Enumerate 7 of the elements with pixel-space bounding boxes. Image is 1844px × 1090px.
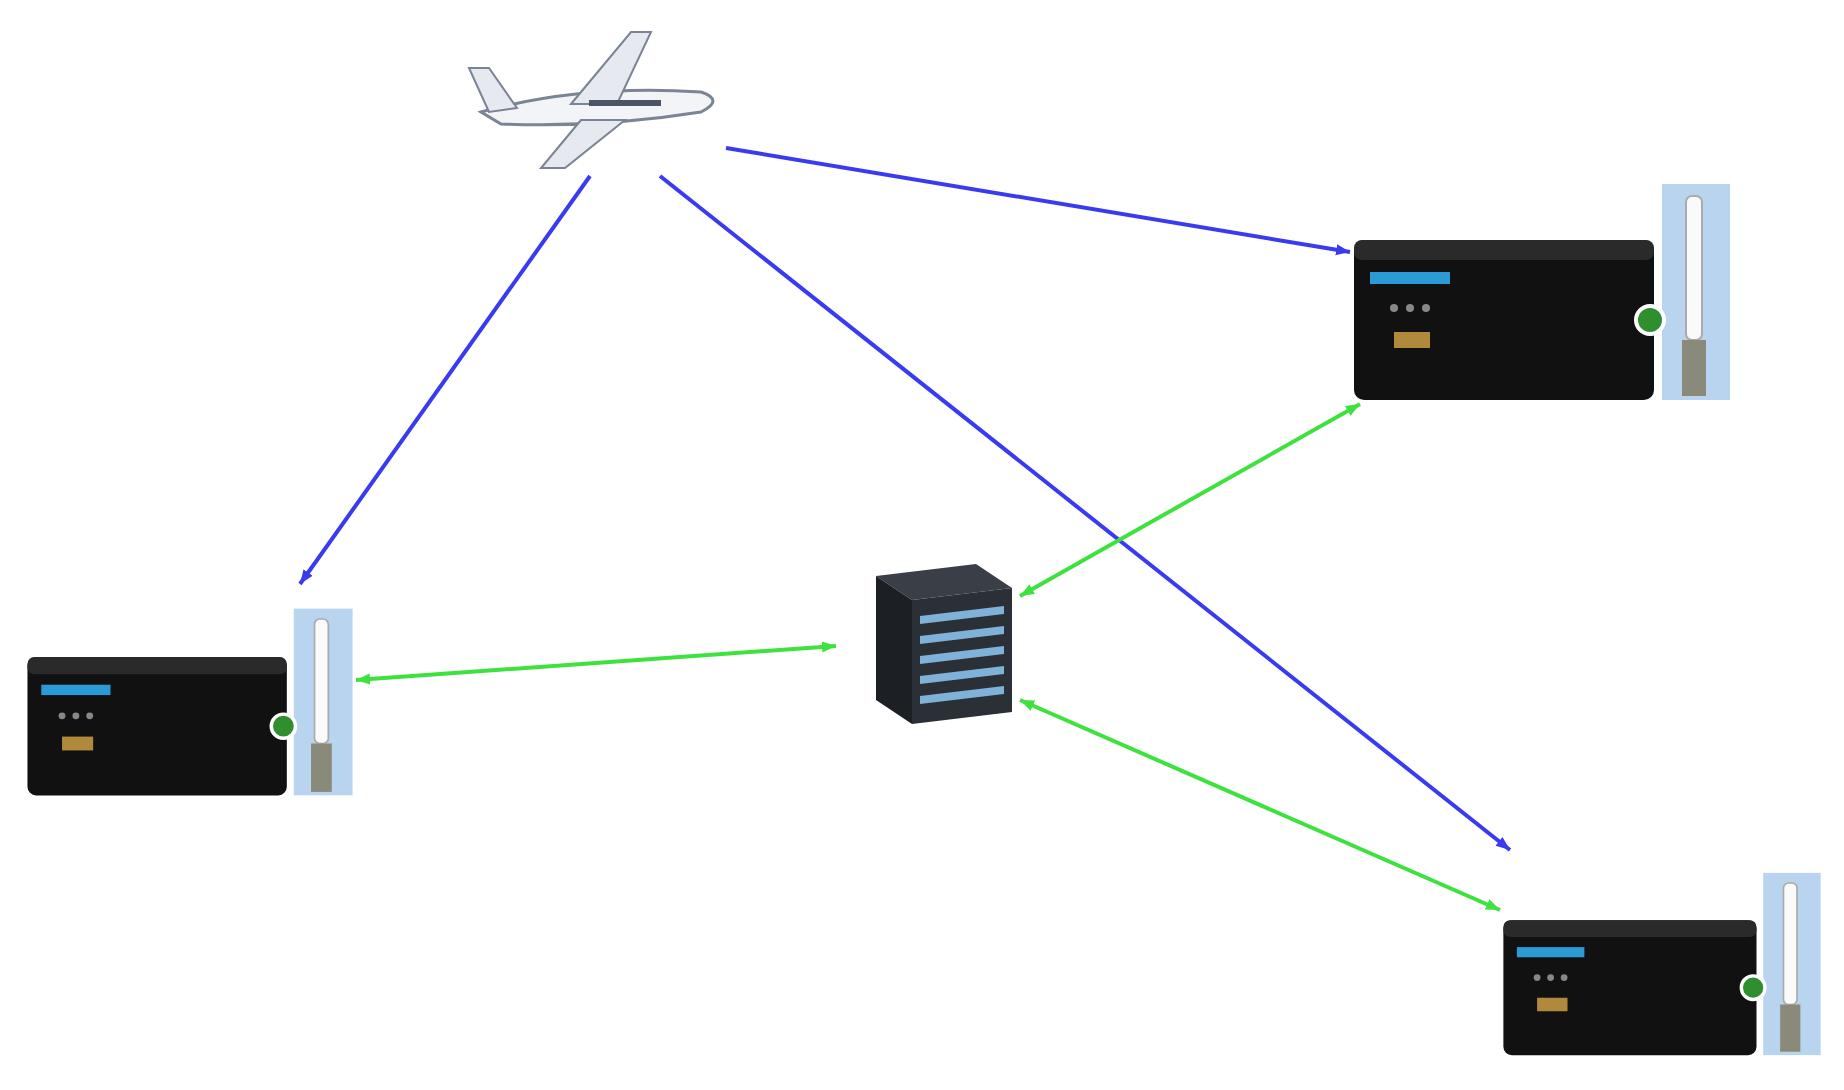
receiver-drawing: [1350, 180, 1734, 404]
arrow: [725, 146, 1351, 256]
arrow: [1019, 698, 1501, 912]
arrow: [658, 174, 1512, 852]
arrow: [355, 641, 837, 685]
arrow: [1019, 402, 1361, 598]
arrow: [298, 174, 592, 586]
